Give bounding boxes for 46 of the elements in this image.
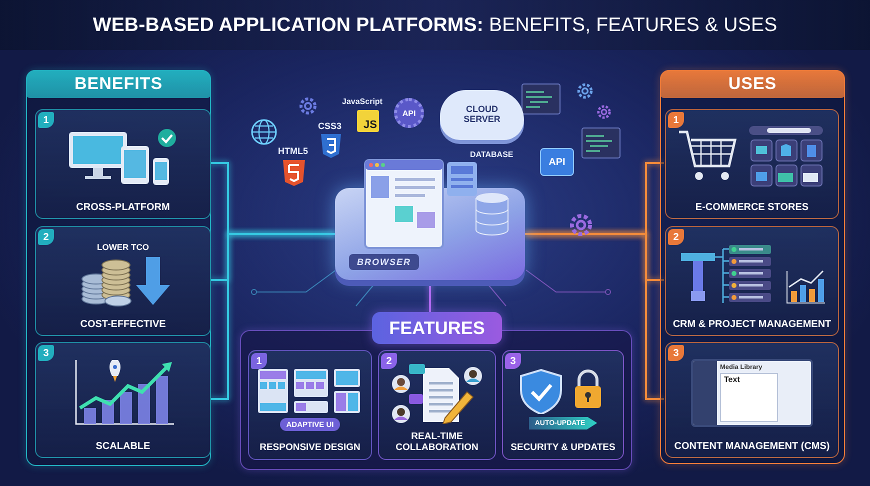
platform-label: BROWSER bbox=[349, 254, 419, 270]
number-badge: 2 bbox=[668, 229, 684, 245]
feature-card bbox=[665, 109, 839, 219]
card-title: RESPONSIVE DESIGN bbox=[260, 443, 360, 454]
panel-header: USES bbox=[660, 70, 845, 98]
text-editor-field: Text bbox=[720, 373, 778, 422]
card-title: SECURITY & UPDATES bbox=[510, 443, 616, 454]
feature-card bbox=[665, 226, 839, 336]
card-title: COST-EFFECTIVE bbox=[80, 318, 166, 330]
gear-badge: API bbox=[394, 98, 424, 128]
card-title: SCALABLE bbox=[96, 440, 150, 452]
number-badge: 1 bbox=[251, 353, 267, 369]
tech-label: JavaScript bbox=[342, 97, 382, 106]
category-panel bbox=[660, 70, 845, 464]
feature-card bbox=[35, 342, 211, 458]
number-badge: 2 bbox=[381, 353, 397, 369]
card-title: CROSS-PLATFORM bbox=[76, 202, 170, 213]
card-title: CRM & PROJECT MANAGEMENT bbox=[672, 318, 832, 330]
connector-line bbox=[525, 233, 664, 400]
number-badge: 1 bbox=[668, 112, 684, 128]
tech-label: CSS3 bbox=[318, 121, 342, 131]
card-title: E-COMMERCE STORES bbox=[695, 202, 809, 213]
number-badge: 1 bbox=[38, 112, 54, 128]
feature-card bbox=[502, 350, 624, 460]
category-panel bbox=[26, 70, 211, 466]
feature-card bbox=[248, 350, 372, 460]
caption-text: LOWER TCO bbox=[97, 242, 149, 252]
feature-card bbox=[35, 226, 211, 336]
cloud-shape: CLOUD SERVER bbox=[440, 90, 524, 140]
connector-line bbox=[210, 233, 335, 400]
api-tile: API bbox=[540, 148, 574, 176]
number-badge: 3 bbox=[505, 353, 521, 369]
number-badge: 2 bbox=[38, 229, 54, 245]
tech-label: HTML5 bbox=[278, 146, 308, 156]
language-badge: JS bbox=[357, 110, 379, 132]
card-title: REAL-TIME COLLABORATION bbox=[394, 432, 480, 454]
card-title: CONTENT MANAGEMENT (CMS) bbox=[674, 440, 830, 452]
feature-card bbox=[378, 350, 496, 460]
diagram-title: WEB-BASED APPLICATION PLATFORMS: BENEFITS, FEATURES & USES bbox=[92, 14, 778, 36]
tech-label: DATABASE bbox=[470, 150, 514, 159]
panel-header: FEATURES bbox=[372, 312, 502, 344]
feature-card bbox=[665, 342, 839, 458]
feature-card bbox=[35, 109, 211, 219]
panel-header: BENEFITS bbox=[26, 70, 211, 98]
number-badge: 3 bbox=[38, 345, 54, 361]
number-badge: 3 bbox=[668, 345, 684, 361]
